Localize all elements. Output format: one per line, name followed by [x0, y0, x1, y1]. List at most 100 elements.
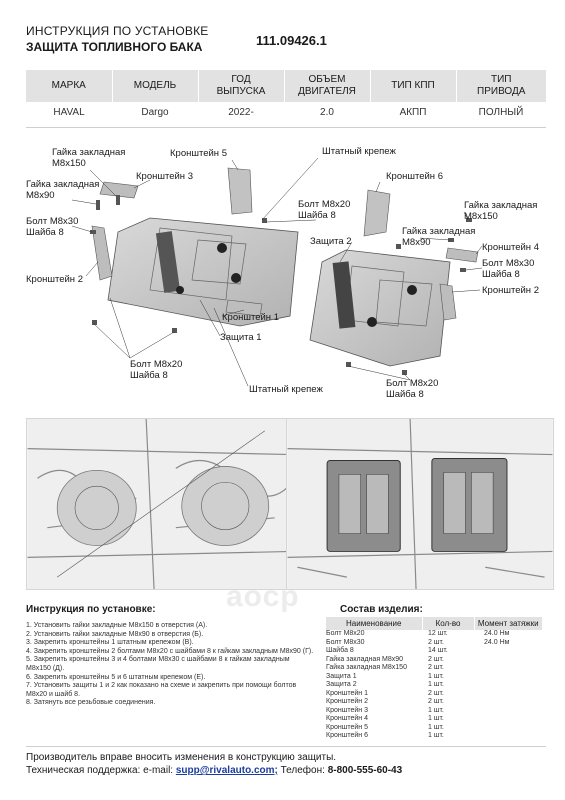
- component-qty: 1 шт.: [428, 715, 444, 722]
- components-header-cell: Кол-во: [421, 617, 474, 630]
- instruction-step: 4. Закрепить кронштейны 2 болтами М8х20 …: [26, 647, 314, 655]
- component-qty: 1 шт.: [428, 681, 444, 688]
- component-row: Защита 1 1 шт.: [326, 673, 542, 682]
- callout-bracket-5: Кронштейн 5: [170, 148, 227, 159]
- component-qty: 2 шт.: [428, 664, 444, 671]
- component-torque: [474, 724, 542, 733]
- spec-drive: ПОЛНЫЙ: [478, 106, 524, 118]
- component-row: Кронштейн 1 2 шт.: [326, 690, 542, 699]
- component-torque: [474, 656, 542, 665]
- footer-support: Техническая поддержка: e-mail: supp@riva…: [26, 765, 402, 776]
- part-number: 111.09426.1: [256, 33, 327, 48]
- callout-bracket-4: Кронштейн 4: [482, 242, 539, 253]
- title-line-1: ИНСТРУКЦИЯ ПО УСТАНОВКЕ: [26, 24, 209, 38]
- component-name: Кронштейн 5: [326, 723, 368, 731]
- component-qty: 2 шт.: [428, 698, 444, 705]
- footer-disclaimer: Производитель вправе вносить изменения в…: [26, 752, 337, 763]
- instruction-step: 5. Закрепить кронштейны 3 и 4 болтами М8…: [26, 656, 290, 672]
- callout-bracket-2-right: Кронштейн 2: [482, 285, 539, 296]
- callout-bracket-6: Кронштейн 6: [386, 171, 443, 182]
- protection-plate-1: [107, 217, 299, 327]
- component-qty: 2 шт.: [428, 638, 444, 646]
- component-row: Кронштейн 2 2 шт.: [326, 698, 542, 707]
- exploded-assembly-diagram: [71, 157, 483, 387]
- instruction-step: 8. Затянуть все резьбовые соединения.: [26, 699, 156, 707]
- support-email-link[interactable]: supp@rivalauto.com;: [175, 765, 278, 776]
- spec-gearbox: АКПП: [399, 106, 427, 118]
- component-row: Кронштейн 4 1 шт.: [326, 715, 542, 724]
- component-qty: 2 шт.: [428, 655, 444, 663]
- bracket-6: [363, 189, 391, 237]
- callout-standard-mount-top: Штатный крепеж: [322, 146, 396, 157]
- spec-engine: 2.0: [320, 106, 334, 118]
- support-phone: 8-800-555-60-43: [327, 765, 403, 776]
- components-header-cell: Момент затяжки: [473, 617, 542, 630]
- phone-label: Телефон:: [277, 765, 328, 776]
- spec-divider: [26, 127, 546, 128]
- component-row: Кронштейн 5 1 шт.: [326, 724, 542, 733]
- installed-plate-1: [326, 460, 401, 552]
- component-name: Защита 2: [326, 681, 357, 688]
- spec-model: Dargo: [141, 106, 169, 118]
- component-torque: 24.0 Нм: [484, 638, 510, 646]
- component-name: Защита 1: [326, 672, 357, 680]
- component-torque: [474, 698, 542, 707]
- instruction-step: 2. Установить гайки закладные М8х90 в от…: [26, 630, 204, 638]
- component-row: Защита 2 1 шт.: [326, 681, 542, 690]
- component-qty: 1 шт.: [428, 706, 444, 714]
- component-name: Кронштейн 6: [326, 732, 368, 739]
- watermark-text: аоср: [226, 580, 300, 613]
- spec-header-cell: МОДЕЛЬ: [111, 70, 198, 102]
- instructions-list: 1. Установить гайки закладные М8х150 в о…: [26, 622, 316, 708]
- bracket-2-left: [91, 225, 113, 281]
- callout-bracket-1: Кронштейн 1: [222, 312, 279, 323]
- footer-divider: [26, 746, 546, 747]
- bracket-5: [227, 167, 253, 215]
- component-name: Болт М8х20: [326, 630, 365, 637]
- callout-bracket-2-left: Кронштейн 2: [26, 274, 83, 285]
- spec-make: HAVAL: [53, 106, 85, 118]
- component-qty: 1 шт.: [428, 672, 444, 680]
- component-qty: 1 шт.: [428, 732, 444, 739]
- title-line-2: ЗАЩИТА ТОПЛИВНОГО БАКА: [26, 40, 203, 54]
- component-qty: 1 шт.: [428, 723, 444, 731]
- component-qty: 2 шт.: [428, 689, 444, 697]
- underbody-photo-before: [26, 418, 294, 590]
- instructions-title: Инструкция по установке:: [26, 604, 156, 615]
- component-qty: 12 шт.: [428, 630, 448, 637]
- spec-header-cell: МАРКА: [26, 70, 112, 102]
- spec-year: 2022-: [228, 106, 254, 118]
- component-torque: [474, 681, 542, 690]
- components-table: Наименование Кол-во Момент затяжки Болт …: [326, 617, 542, 741]
- component-row: Болт М8х30 2 шт. 24.0 Нм: [326, 639, 542, 648]
- fasteners: [90, 195, 472, 375]
- support-label: Техническая поддержка: e-mail:: [26, 765, 176, 776]
- bracket-2-right: [439, 283, 457, 321]
- component-name: Болт М8х30: [326, 638, 365, 646]
- component-name: Кронштейн 2: [326, 698, 368, 705]
- document-header: ИНСТРУКЦИЯ ПО УСТАНОВКЕ ЗАЩИТА ТОПЛИВНОГ…: [26, 24, 546, 60]
- instruction-step: 7. Установить защиты 1 и 2 как показано …: [26, 682, 297, 698]
- protection-plate-2: [309, 249, 451, 367]
- component-name: Кронштейн 4: [326, 715, 368, 722]
- component-name: Кронштейн 1: [326, 689, 368, 697]
- callout-bracket-3: Кронштейн 3: [136, 171, 193, 182]
- callout-protection-2: Защита 2: [310, 236, 352, 247]
